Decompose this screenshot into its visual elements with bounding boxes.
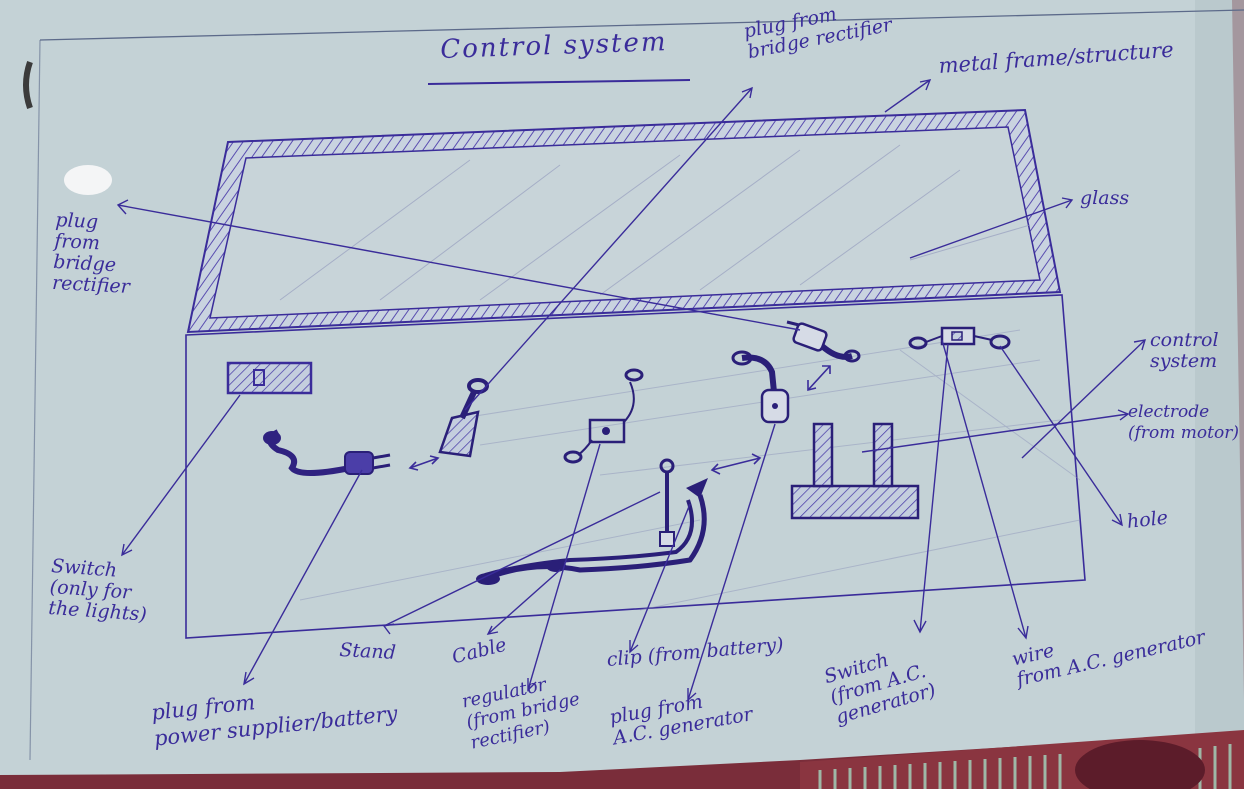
electrode-base: [792, 486, 918, 518]
electrode-rod-right: [874, 424, 892, 486]
white-smudge: [64, 165, 112, 195]
regulator-knob: [602, 427, 610, 435]
lights-switch: [228, 363, 311, 393]
ac-switch-toggle: [952, 332, 962, 340]
label-control-system: control system: [1150, 330, 1219, 372]
diagram-title: Control system: [440, 32, 668, 61]
label-switch-lights: Switch (only for the lights): [48, 556, 151, 626]
label-glass: glass: [1080, 188, 1129, 209]
label-plug-from-bridge-rectifier-left: plug from bridge rectifier: [52, 210, 134, 298]
power-cord-end: [263, 431, 281, 445]
label-hole: hole: [1126, 508, 1169, 533]
label-stand: Stand: [339, 640, 396, 664]
ac-plug-hole: [772, 403, 778, 409]
electrode-rod-left: [814, 424, 832, 486]
stand-foot: [660, 532, 674, 546]
power-plug: [345, 452, 373, 474]
label-electrode: electrode (from motor): [1128, 402, 1239, 444]
